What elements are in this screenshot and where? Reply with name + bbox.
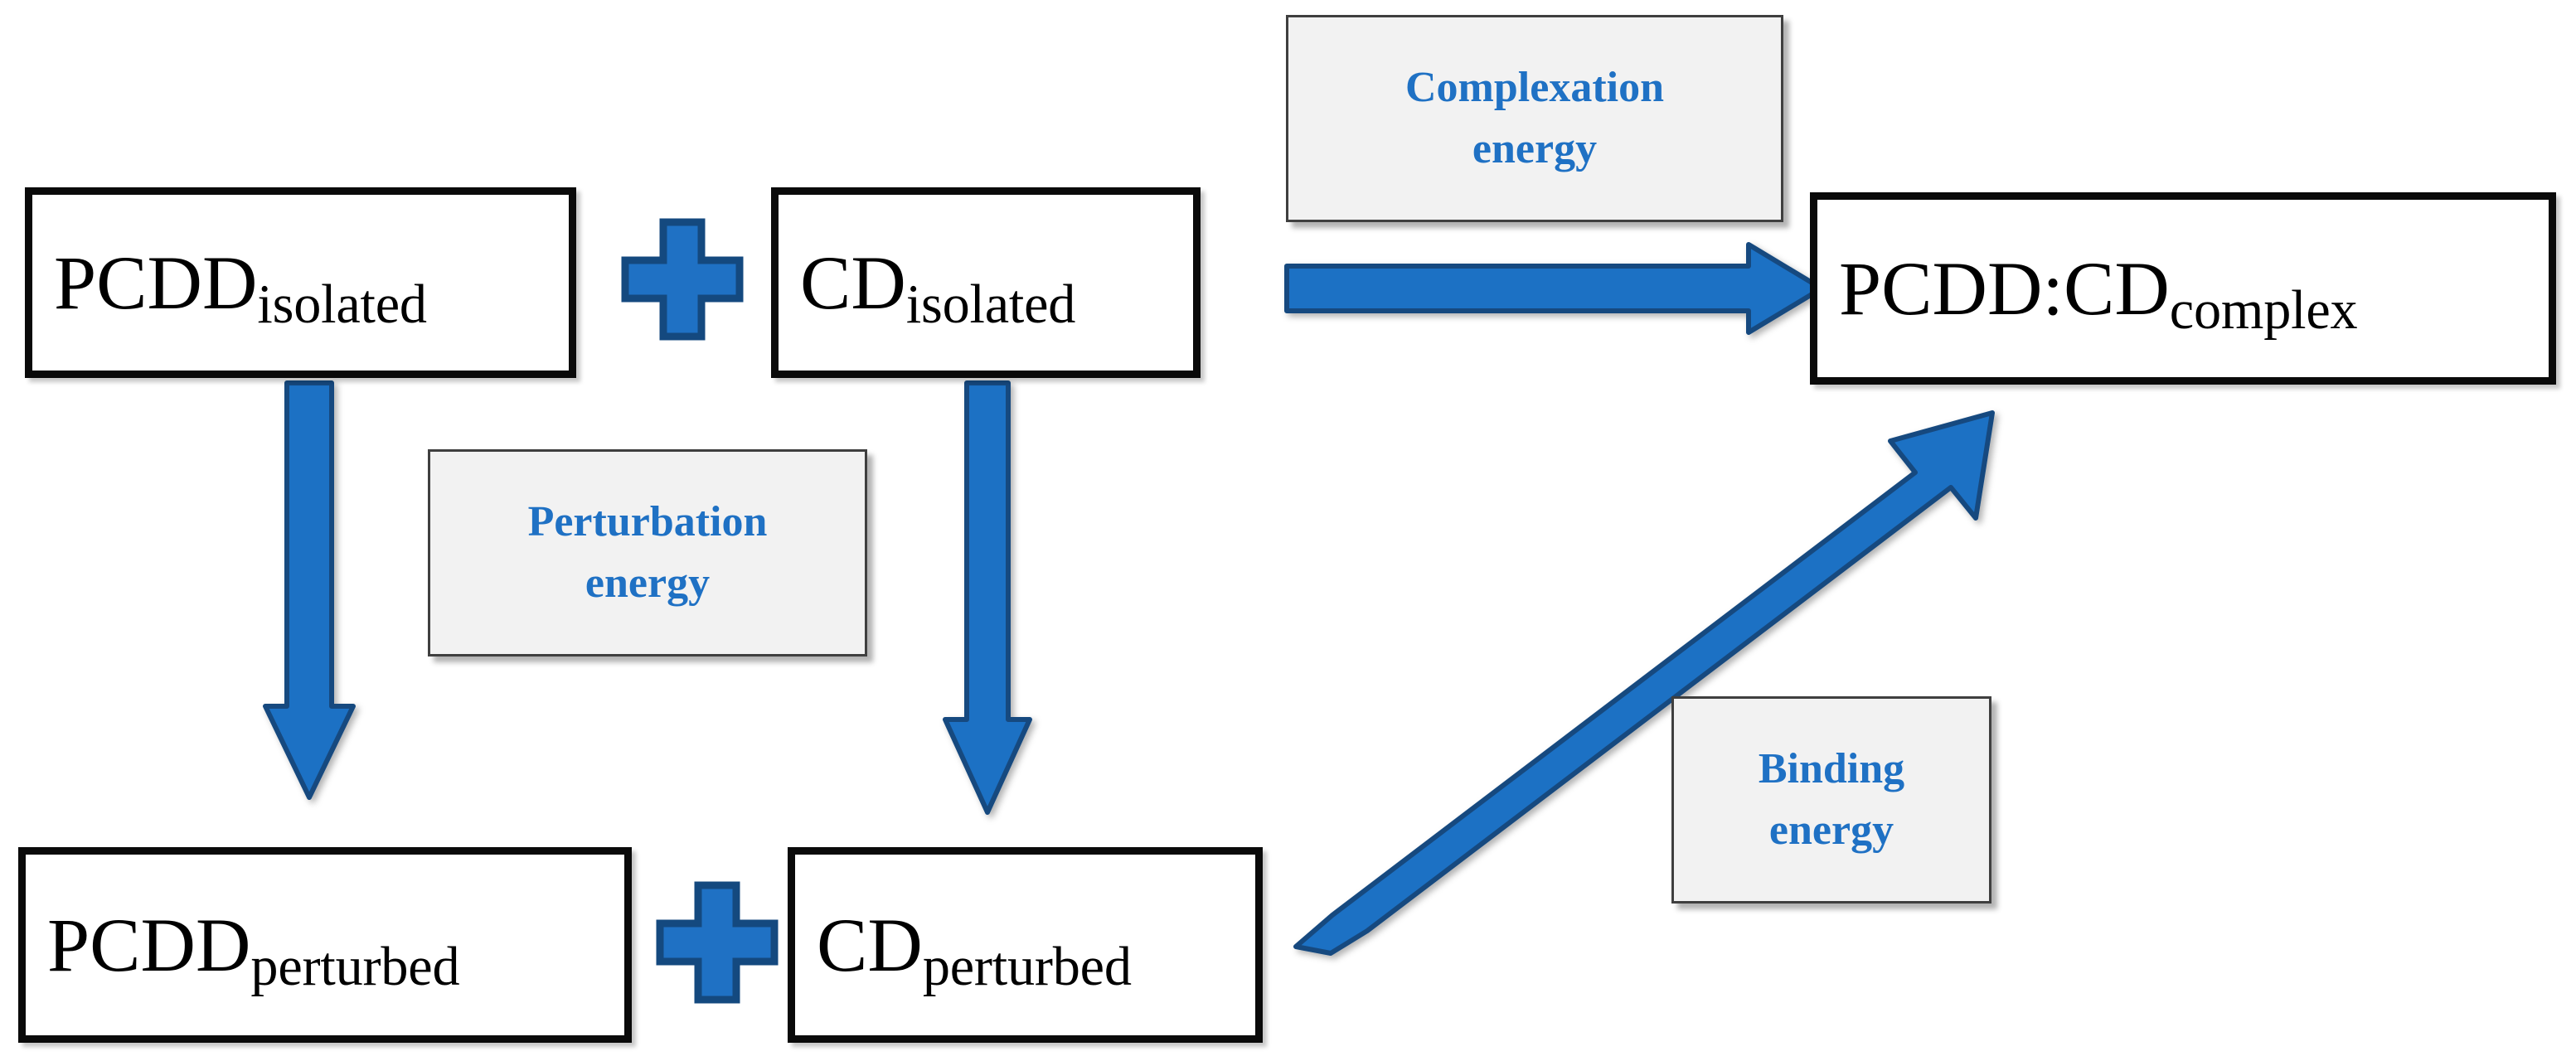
vertical-arrow-middle — [943, 380, 1032, 815]
energy-label-binding: Binding energy — [1671, 696, 1991, 904]
energy-label-perturbation: Perturbation energy — [428, 449, 867, 656]
state-subscript-text: complex — [2169, 280, 2358, 342]
state-subscript-text: isolated — [257, 274, 427, 336]
state-subscript-text: isolated — [905, 274, 1076, 336]
vertical-arrow-left — [263, 380, 356, 800]
diagonal-arrow — [1293, 410, 1995, 956]
energy-label-line1: Complexation — [1405, 64, 1664, 112]
energy-label-line1: Binding — [1758, 745, 1905, 793]
state-base-text: PCDD — [54, 240, 258, 325]
horizontal-arrow — [1284, 242, 1824, 335]
state-base-text: PCDD:CD — [1839, 246, 2170, 331]
state-base-text: CD — [817, 903, 923, 987]
plus-icon-bottom — [656, 881, 779, 1004]
energy-label-line2: energy — [585, 560, 711, 607]
state-subscript-text: perturbed — [250, 937, 460, 998]
state-subscript-text: perturbed — [922, 937, 1132, 998]
state-base-text: PCDD — [47, 903, 251, 987]
state-base-text: CD — [800, 240, 906, 325]
energy-label-line2: energy — [1768, 807, 1894, 854]
plus-icon-top — [621, 218, 744, 341]
energy-label-line1: Perturbation — [527, 498, 768, 546]
energy-label-complexation: Complexation energy — [1286, 15, 1783, 222]
energy-label-line2: energy — [1472, 125, 1598, 172]
